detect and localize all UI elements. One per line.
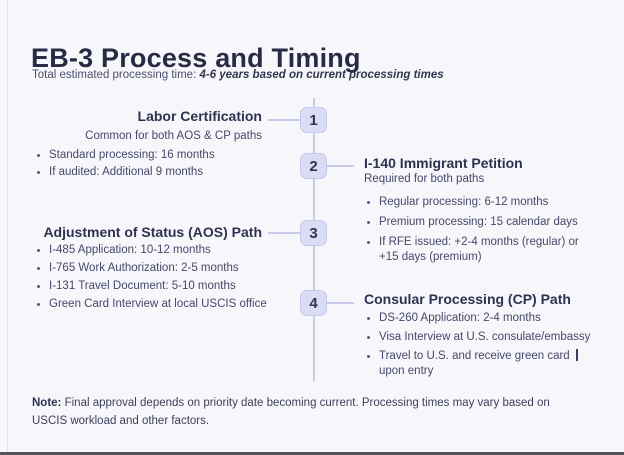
step2-subheading: Required for both paths [364,173,485,185]
step3-heading: Adjustment of Status (AOS) Path [43,224,262,240]
step4-heading: Consular Processing (CP) Path [364,291,571,307]
total-processing-time: Total estimated processing time: 4-6 yea… [32,69,444,81]
step1-subheading: Common for both AOS & CP paths [85,130,262,142]
step3-bullet-list: I-485 Application: 10-12 months I-765 Wo… [36,243,286,315]
timeline-node-4: 4 [300,290,327,316]
list-item: Standard processing: 16 months [36,148,286,163]
connector-step-3 [268,232,300,234]
connector-step-4 [327,302,354,304]
list-item: I-765 Work Authorization: 2-5 months [36,261,286,276]
list-item: DS-260 Application: 2-4 months [366,311,594,326]
list-item: If RFE issued: +2-4 months (regular) or … [366,235,594,265]
note-label: Note: [32,397,62,409]
step2-heading: I-140 Immigrant Petition [364,155,523,171]
timeline-node-2: 2 [300,153,327,179]
list-item: I-485 Application: 10-12 months [36,243,286,258]
step1-heading: Labor Certification [137,108,262,124]
step2-bullet-list: Regular processing: 6-12 months Premium … [366,195,594,270]
node-number: 2 [309,157,318,175]
list-item: If audited: Additional 9 months [36,165,286,180]
page-title: EB-3 Process and Timing [31,43,361,74]
list-item: Premium processing: 15 calendar days [366,215,594,230]
note-text: Final approval depends on priority date … [32,397,550,427]
list-item: Visa Interview at U.S. consulate/embassy [366,330,594,345]
text-caret [576,349,578,361]
list-item: I-131 Travel Document: 5-10 months [36,279,286,294]
timeline-node-1: 1 [300,107,327,133]
list-item: Regular processing: 6-12 months [366,195,594,210]
timeline-node-3: 3 [300,220,327,246]
subtitle-prefix: Total estimated processing time: [32,69,200,81]
step4-bullet-list: DS-260 Application: 2-4 months Visa Inte… [366,311,594,383]
list-item: Green Card Interview at local USCIS offi… [36,297,286,312]
node-number: 3 [309,224,318,242]
step1-bullet-list: Standard processing: 16 months If audite… [36,148,286,182]
node-number: 4 [309,294,318,312]
subtitle-emphasis: 4-6 years based on current processing ti… [199,69,444,81]
left-edge-border [7,0,8,455]
bottom-edge-border [0,452,624,455]
connector-step-2 [327,165,354,167]
list-item: Travel to U.S. and receive green card up… [366,349,594,379]
footer-note: Note: Final approval depends on priority… [32,395,588,430]
connector-step-1 [268,119,300,121]
node-number: 1 [309,111,318,129]
